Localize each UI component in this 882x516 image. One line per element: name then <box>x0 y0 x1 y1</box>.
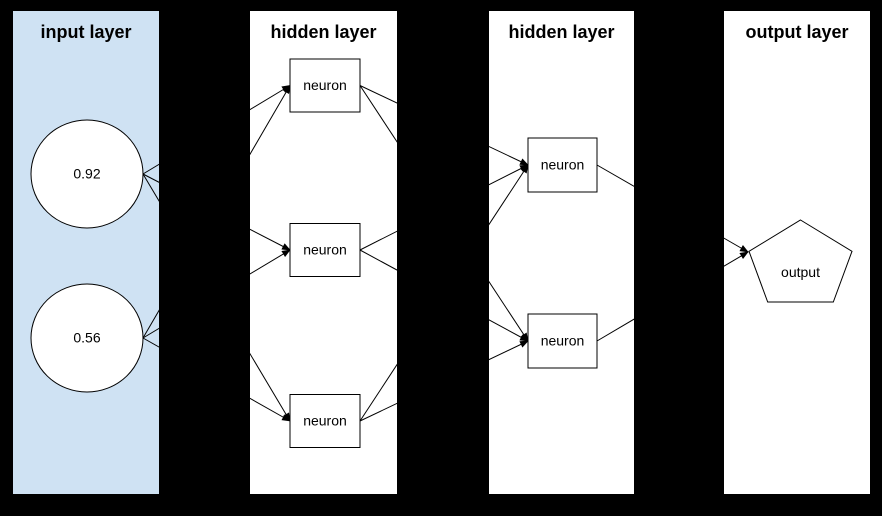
hidden2-neuron-2 <box>527 313 598 369</box>
hidden1-neuron-2 <box>289 223 361 277</box>
output-node-pentagon <box>748 219 853 303</box>
edge-h1-3-h2-1 <box>359 164 529 422</box>
edges-group <box>142 84 749 422</box>
edge-h1-1-h2-2 <box>359 85 529 342</box>
output-node-label: output <box>781 264 820 280</box>
edge-h2-2-out-1 <box>596 251 749 342</box>
edge-h1-1-h2-1 <box>359 85 529 166</box>
edge-h1-2-h2-1 <box>359 164 529 251</box>
edge-h1-3-h2-2 <box>359 340 529 422</box>
edge-input-1-h1-3 <box>142 173 291 422</box>
edge-h2-1-out-1 <box>596 164 749 253</box>
input-node-1 <box>30 119 144 229</box>
edge-input-2-h1-2 <box>142 249 291 339</box>
hidden1-neuron-1-label: neuron <box>303 77 347 93</box>
hidden-layer-1-title: hidden layer <box>270 22 376 42</box>
output-layer-title: output layer <box>745 22 848 42</box>
input-layer-title: input layer <box>40 22 131 42</box>
edge-input-1-h1-1 <box>142 85 291 175</box>
hidden2-neuron-2-label: neuron <box>541 333 585 349</box>
hidden2-neuron-1-label: neuron <box>541 157 585 173</box>
hidden2-neuron-1 <box>527 137 598 193</box>
panel-hidden-layer-2 <box>489 11 634 494</box>
hidden1-neuron-1 <box>289 58 361 113</box>
hidden1-neuron-3-label: neuron <box>303 413 347 429</box>
edge-input-2-h1-3 <box>142 337 291 422</box>
hidden-layer-2-title: hidden layer <box>508 22 614 42</box>
input-node-2-label: 0.56 <box>73 330 100 346</box>
edge-input-2-h1-1 <box>142 84 291 339</box>
hidden1-neuron-2-label: neuron <box>303 242 347 258</box>
edge-h1-2-h2-2 <box>359 249 529 342</box>
hidden1-neuron-3 <box>289 394 361 448</box>
input-node-1-label: 0.92 <box>73 166 100 182</box>
input-node-2 <box>30 283 144 393</box>
panel-input-layer <box>13 11 159 494</box>
